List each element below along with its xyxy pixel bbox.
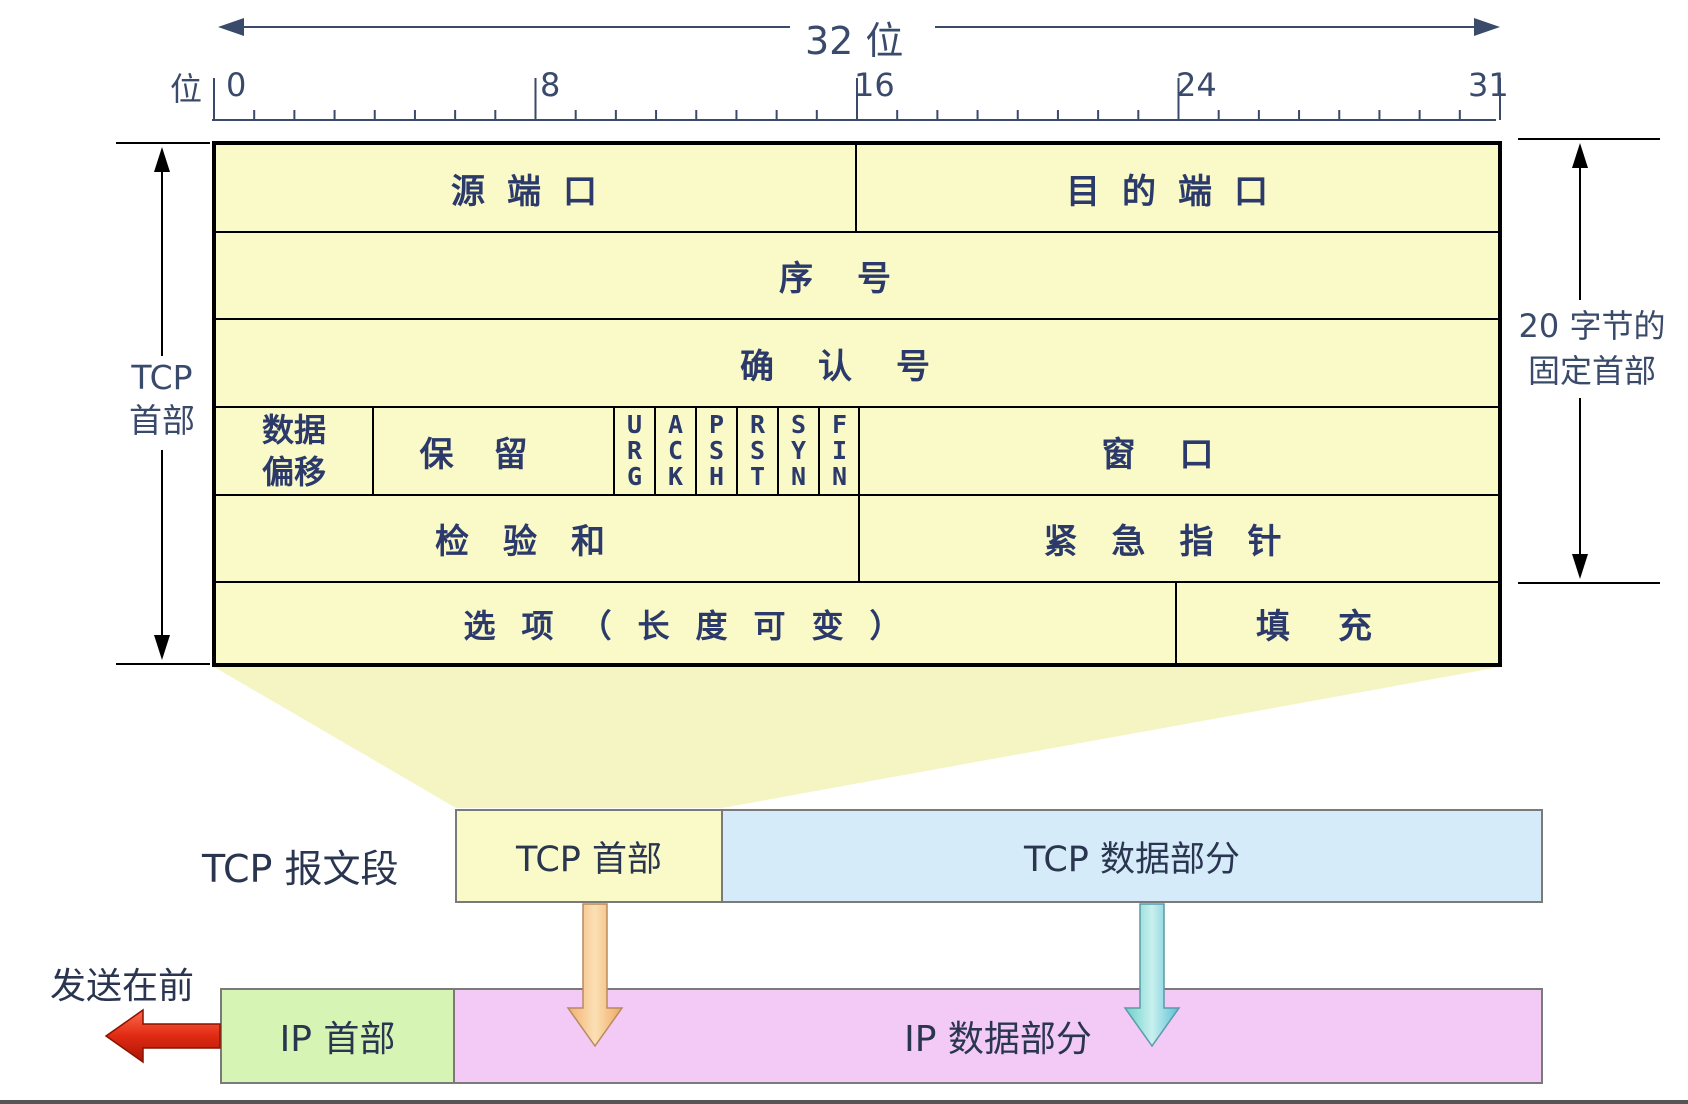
ip-header-bg	[220, 988, 455, 1084]
data-offset-line1: 数据	[261, 411, 326, 449]
bit-ruler	[212, 78, 1501, 121]
bit-label: 位	[170, 70, 203, 108]
tcp-header-side-label: TCP 首部	[116, 356, 208, 442]
field-checksum: 检验和	[435, 522, 639, 562]
segment-data-bg	[721, 809, 1543, 903]
down-arrow-data	[1123, 903, 1181, 1048]
fixed-header-side-label: 20 字节的 固定首部	[1512, 304, 1672, 394]
ip-data-bg	[453, 988, 1543, 1084]
field-urgent-pointer: 紧急指针	[1043, 522, 1316, 562]
field-sequence-number: 序号	[779, 259, 935, 299]
field-padding: 填充	[1256, 607, 1420, 647]
ip-header-label: IP 首部	[279, 1019, 396, 1060]
tick-label-31: 31	[1468, 66, 1509, 104]
field-data-offset: 数据 偏移	[216, 408, 372, 494]
field-reserved: 保留	[419, 434, 568, 475]
tick-label-16: 16	[854, 66, 895, 104]
field-window: 窗口	[1101, 434, 1258, 475]
tick-label-24: 24	[1176, 66, 1217, 104]
fixed-header-dimension-arrow	[1518, 138, 1660, 584]
send-first-label: 发送在前	[50, 966, 195, 1007]
span-label: 32 位	[805, 19, 904, 63]
bottom-border	[0, 1100, 1688, 1104]
tick-label-0: 0	[226, 66, 247, 104]
segment-header-bg	[455, 809, 723, 903]
ip-data-label: IP 数据部分	[904, 1019, 1092, 1060]
tcp-header-dimension-arrow	[116, 142, 210, 665]
data-offset-line2: 偏移	[261, 453, 326, 491]
span-arrow	[218, 18, 1500, 36]
down-arrow-header	[566, 903, 624, 1048]
tick-label-8: 8	[540, 66, 561, 104]
field-options: 选项（长度可变）	[463, 606, 928, 645]
field-dest-port: 目的端口	[1066, 171, 1290, 212]
send-first-arrow	[104, 1008, 221, 1064]
zoom-trapezoid	[214, 667, 1500, 808]
tcp-header-table	[212, 141, 1502, 667]
tcp-segment-label: TCP 报文段	[202, 847, 399, 891]
field-ack-number: 确认号	[740, 346, 974, 387]
field-source-port: 源端口	[451, 171, 619, 212]
segment-data-label: TCP 数据部分	[1024, 839, 1240, 880]
segment-header-label: TCP 首部	[516, 839, 662, 880]
